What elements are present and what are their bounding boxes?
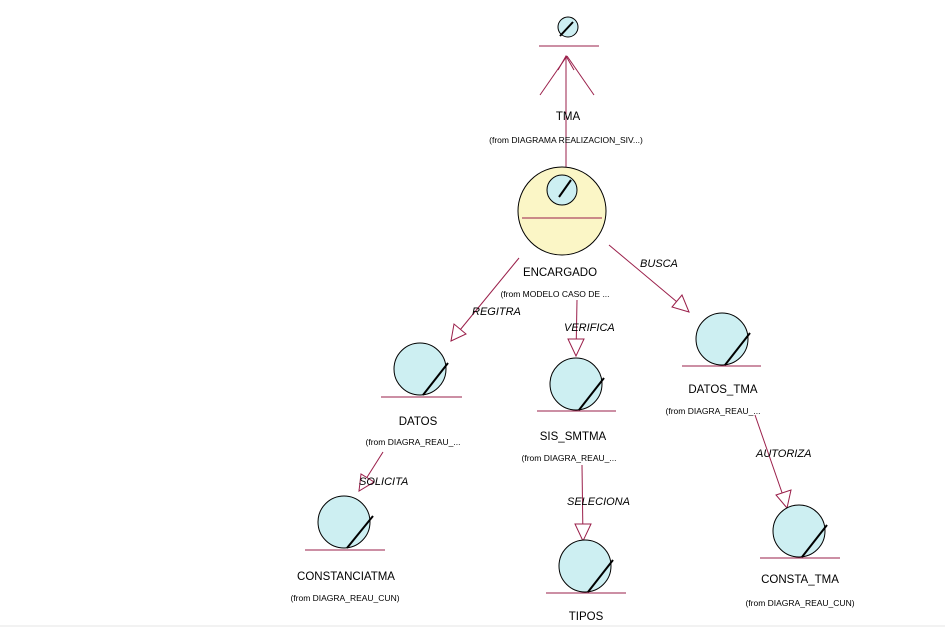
entity-icon — [760, 504, 840, 559]
link-verifica — [567, 299, 585, 358]
actor-tma[interactable]: TMA (from DIAGRAMA REALIZACION_SIV...) — [489, 16, 643, 145]
entity-constanciatma[interactable]: CONSTANCIATMA (from DIAGRA_REAU_CUN) — [290, 495, 400, 603]
entity-tipos[interactable]: TIPOS — [546, 539, 626, 623]
entity-from: (from DIAGRA_REAU_CUN) — [745, 598, 854, 608]
entity-name: TIPOS — [569, 611, 604, 623]
entity-name: DATOS_TMA — [688, 384, 758, 396]
entity-datos[interactable]: DATOS (from DIAGRA_REAU_... — [366, 342, 462, 447]
entity-icon — [381, 342, 462, 398]
entity-from: (from DIAGRA_REAU_... — [666, 406, 761, 416]
entity-from: (from DIAGRA_REAU_... — [366, 437, 461, 447]
entity-from: (from DIAGRA_REAU_... — [522, 453, 617, 463]
controller-encargado[interactable]: ENCARGADO (from MODELO CASO DE ... — [500, 166, 610, 299]
entity-consta-tma[interactable]: CONSTA_TMA (from DIAGRA_REAU_CUN) — [745, 504, 855, 608]
relation-label-verifica: VERIFICA — [564, 322, 615, 334]
entity-icon — [537, 357, 616, 412]
entity-name: CONSTA_TMA — [761, 574, 839, 586]
relation-label-seleciona: SELECIONA — [567, 496, 630, 508]
controller-name: ENCARGADO — [523, 267, 597, 279]
actor-name: TMA — [556, 111, 581, 123]
actor-icon — [539, 16, 599, 96]
link-solicita — [358, 451, 384, 492]
link-autoriza — [754, 414, 792, 510]
controller-from: (from MODELO CASO DE ... — [500, 289, 609, 299]
controller-icon — [517, 166, 607, 256]
link-regitra — [450, 257, 520, 342]
entity-sis-smtma[interactable]: SIS_SMTMA (from DIAGRA_REAU_... — [522, 357, 617, 463]
entity-name: CONSTANCIATMA — [297, 571, 395, 583]
link-seleciona — [574, 464, 592, 543]
relation-label-autoriza: AUTORIZA — [755, 448, 811, 460]
entity-name: DATOS — [399, 416, 438, 428]
relation-label-busca: BUSCA — [640, 258, 678, 270]
entity-from: (from DIAGRA_REAU_CUN) — [290, 593, 399, 603]
relation-label-regitra: REGITRA — [472, 306, 521, 318]
link-busca — [608, 244, 690, 313]
entity-datos-tma[interactable]: DATOS_TMA (from DIAGRA_REAU_... — [666, 312, 761, 416]
entity-name: SIS_SMTMA — [540, 431, 607, 443]
entity-icon — [305, 495, 385, 551]
entity-icon — [682, 312, 761, 367]
actor-from: (from DIAGRAMA REALIZACION_SIV...) — [489, 135, 643, 145]
entity-icon — [546, 539, 626, 594]
relation-label-solicita: SOLICITA — [359, 476, 408, 488]
